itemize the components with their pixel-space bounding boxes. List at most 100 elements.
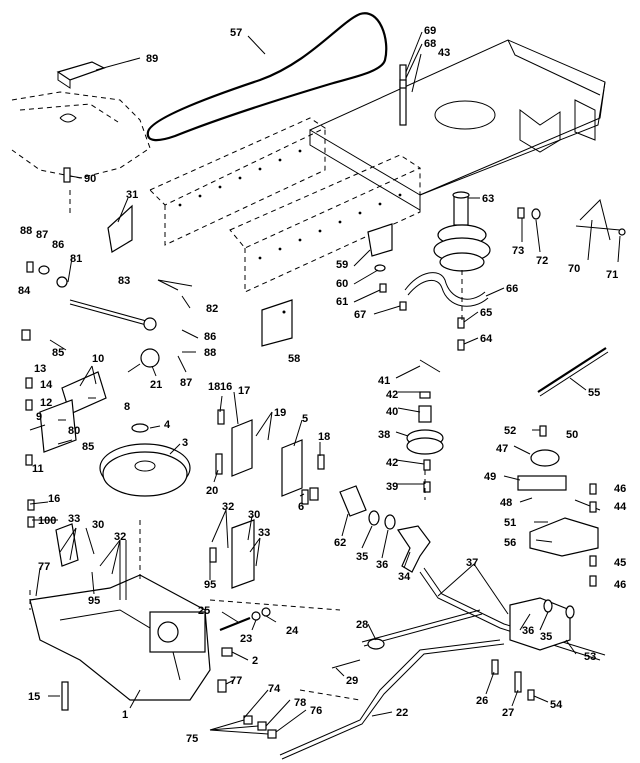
callout-72: 72 — [536, 255, 548, 267]
callout-95-left: 95 — [88, 595, 100, 607]
callout-24: 24 — [286, 625, 299, 637]
callout-14: 14 — [40, 379, 53, 391]
callout-69: 69 — [424, 25, 436, 37]
idler-arm — [339, 485, 431, 573]
callout-54: 54 — [550, 699, 563, 711]
callout-89: 89 — [146, 53, 158, 65]
callout-1: 1 — [122, 709, 128, 721]
callout-95-right: 95 — [204, 579, 216, 591]
callout-4: 4 — [164, 419, 171, 431]
callout-44: 44 — [614, 501, 627, 513]
bracket-59 — [367, 223, 393, 257]
callout-39: 39 — [386, 481, 398, 493]
callout-61: 61 — [336, 296, 348, 308]
callout-47: 47 — [496, 443, 508, 455]
callout-32-right: 32 — [222, 501, 234, 513]
callout-86-top: 86 — [52, 239, 64, 251]
callout-26: 26 — [476, 695, 488, 707]
callout-78: 78 — [294, 697, 306, 709]
callout-27: 27 — [502, 707, 514, 719]
callout-13: 13 — [34, 363, 46, 375]
callout-67-mid: 67 — [354, 309, 366, 321]
callout-42-low: 42 — [386, 457, 398, 469]
callout-84: 84 — [18, 285, 31, 297]
callout-16-mid: 16 — [220, 381, 232, 393]
callout-62: 62 — [334, 537, 346, 549]
spring-55 — [537, 347, 609, 397]
callout-70: 70 — [568, 263, 580, 275]
transmission-pulley — [99, 423, 191, 497]
shift-rod — [279, 567, 606, 760]
callout-64: 64 — [480, 333, 493, 345]
callout-46-top: 46 — [614, 483, 626, 495]
callout-76: 76 — [310, 705, 322, 717]
callout-8: 8 — [124, 401, 130, 413]
leader-lines — [29, 31, 621, 735]
callout-58: 58 — [288, 353, 300, 365]
bracket-89 — [56, 61, 106, 89]
callout-30-right: 30 — [248, 509, 260, 521]
callout-30-left: 30 — [92, 519, 104, 531]
callout-18-left: 18 — [208, 381, 220, 393]
callout-90: 90 — [84, 173, 96, 185]
callout-19: 19 — [274, 407, 286, 419]
callout-77-top: 77 — [38, 561, 50, 573]
callout-25: 25 — [198, 605, 210, 617]
alignment-lines — [29, 190, 463, 701]
callout-33-left: 33 — [68, 513, 80, 525]
callout-74: 74 — [268, 683, 281, 695]
callout-12: 12 — [40, 397, 52, 409]
callout-66: 66 — [506, 283, 518, 295]
callout-42-top: 42 — [386, 389, 398, 401]
callout-29: 29 — [346, 675, 358, 687]
callout-labels: 89 57 69 68 43 90 31 63 73 72 70 71 88 8… — [18, 25, 627, 745]
callout-59: 59 — [336, 259, 348, 271]
shift-bracket — [231, 419, 319, 501]
callout-31: 31 — [126, 189, 138, 201]
callout-6: 6 — [298, 501, 304, 513]
spring-25 — [219, 607, 271, 632]
callout-5: 5 — [302, 413, 308, 425]
callout-73: 73 — [512, 245, 524, 257]
callout-68: 68 — [424, 38, 436, 50]
callout-10: 10 — [92, 353, 104, 365]
callout-53: 53 — [584, 651, 596, 663]
callout-11: 11 — [32, 463, 44, 475]
frame — [11, 39, 606, 211]
brake-rod — [331, 609, 483, 669]
callout-50: 50 — [566, 429, 578, 441]
callout-16-low: 16 — [48, 493, 60, 505]
callout-28: 28 — [356, 619, 368, 631]
callout-88-mid: 88 — [204, 347, 216, 359]
callout-75: 75 — [186, 733, 198, 745]
callout-2: 2 — [252, 655, 258, 667]
engine-pulley — [399, 64, 491, 272]
callout-83: 83 — [118, 275, 130, 287]
callout-9: 9 — [36, 411, 42, 423]
callout-33-right: 33 — [258, 527, 270, 539]
transaxle — [29, 540, 211, 701]
callout-45: 45 — [614, 557, 626, 569]
callout-46-low: 46 — [614, 579, 626, 591]
callout-35-mid: 35 — [356, 551, 368, 563]
callout-100: 100 — [38, 515, 56, 527]
drive-belt — [146, 12, 388, 142]
callout-43: 43 — [438, 47, 450, 59]
callout-21: 21 — [150, 379, 162, 391]
small-hardware — [21, 79, 626, 739]
callout-56: 56 — [504, 537, 516, 549]
callout-82: 82 — [206, 303, 218, 315]
callout-36-right: 36 — [522, 625, 534, 637]
callout-48: 48 — [500, 497, 512, 509]
right-bracket — [509, 597, 575, 651]
callout-86-mid: 86 — [204, 331, 216, 343]
callout-55: 55 — [588, 387, 600, 399]
callout-85-top: 85 — [52, 347, 64, 359]
callout-60: 60 — [336, 278, 348, 290]
callout-17: 17 — [238, 385, 250, 397]
callout-23: 23 — [240, 633, 252, 645]
callout-3: 3 — [182, 437, 188, 449]
callout-63: 63 — [482, 193, 494, 205]
